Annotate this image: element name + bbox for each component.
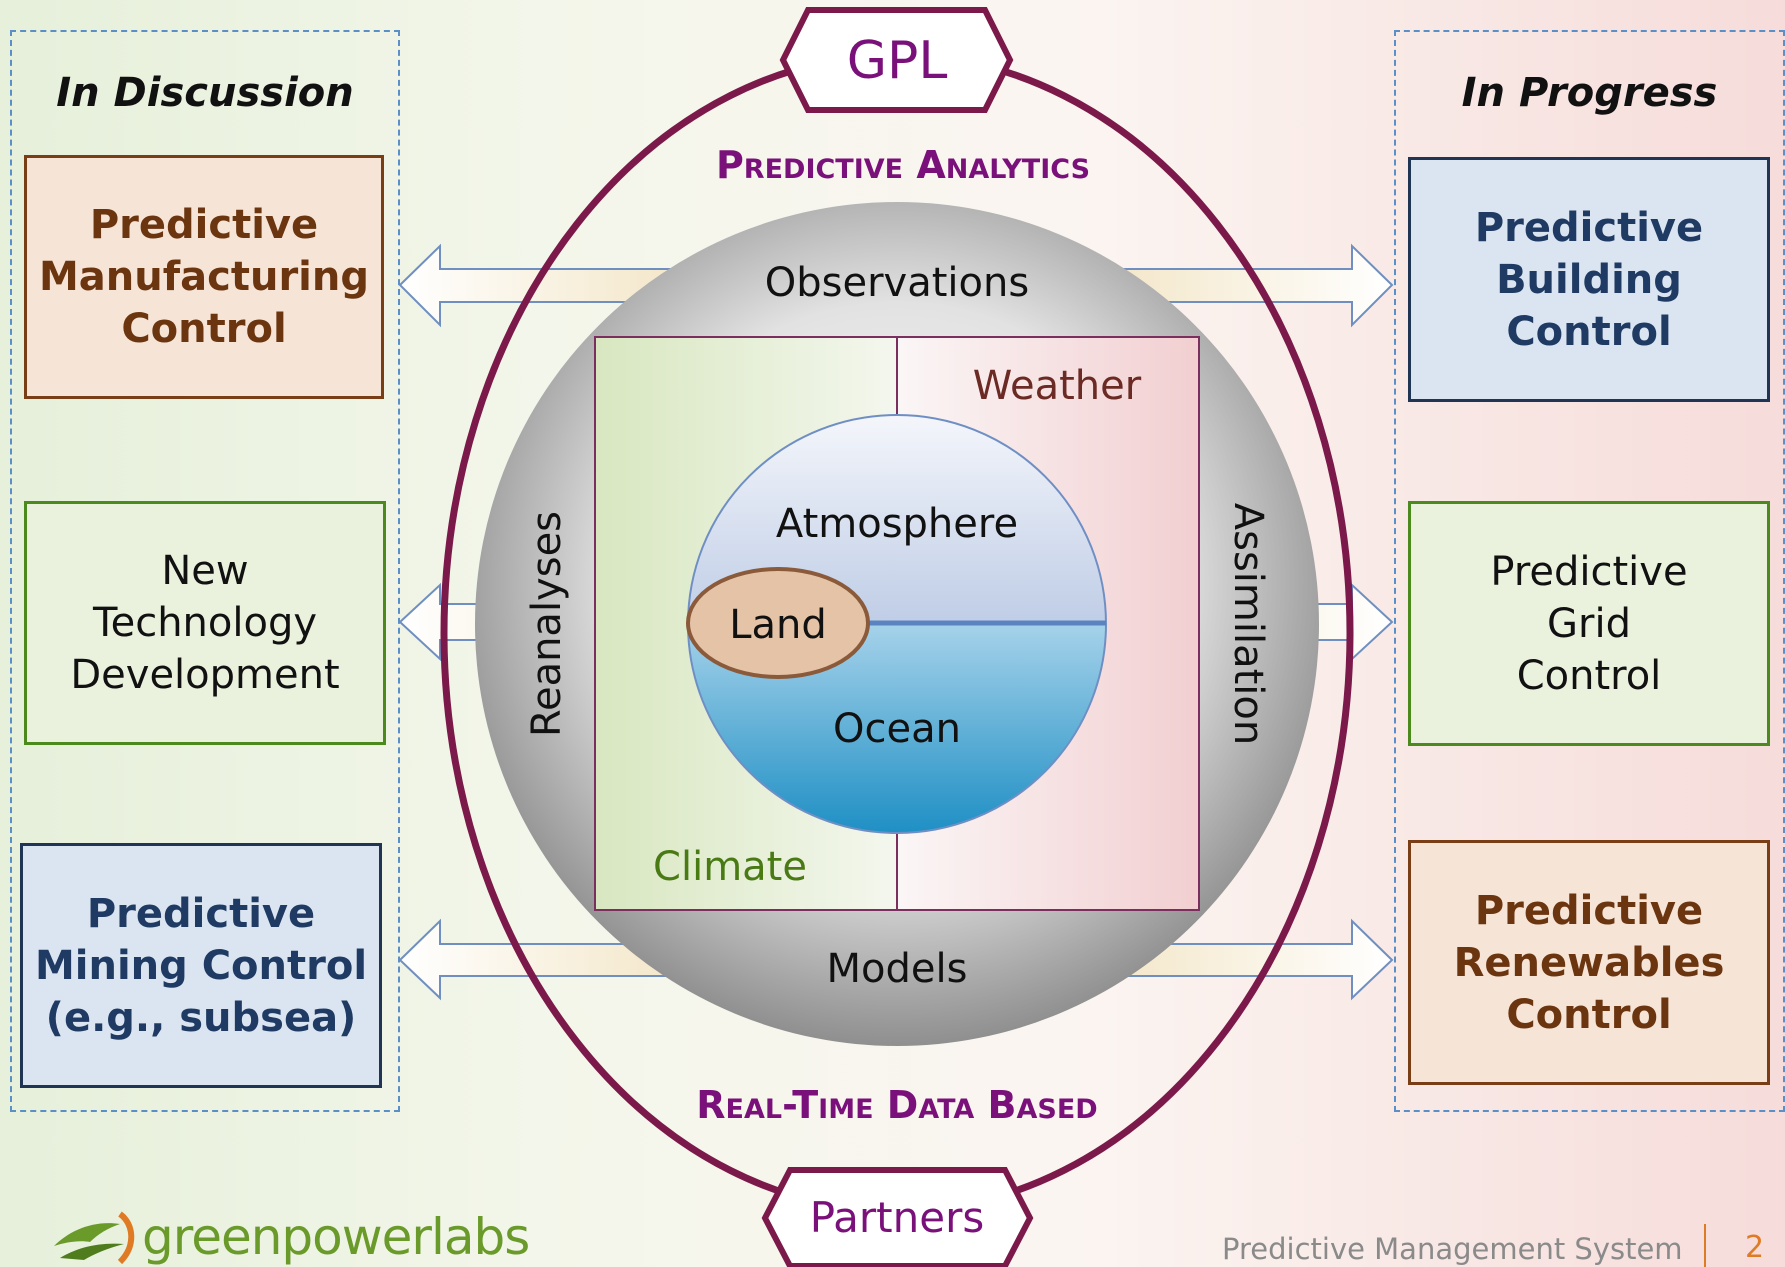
box-line: Predictive: [1474, 204, 1704, 251]
box-line: Mining Control: [34, 942, 368, 989]
box-line: Grid: [1547, 600, 1631, 647]
box-line: Renewables: [1453, 939, 1725, 986]
box-line: Technology: [92, 600, 318, 646]
climate-label: Climate: [653, 844, 807, 890]
atmosphere-label: Atmosphere: [776, 501, 1018, 547]
land-label: Land: [729, 602, 827, 648]
predictive-mining-box: Predictive Mining Control (e.g., subsea): [20, 843, 382, 1088]
predictive-building-box: Predictive Building Control: [1408, 157, 1770, 402]
box-line: Development: [70, 652, 340, 698]
box-line: New: [161, 548, 249, 594]
gpl-badge: [779, 7, 1014, 113]
new-technology-box: New Technology Development: [24, 501, 386, 745]
box-line: Building: [1496, 256, 1682, 303]
predictive-analytics-caption: Predictive Analytics: [716, 143, 1090, 187]
reanalyses-label: Reanalyses: [524, 511, 570, 737]
box-line: Control: [1516, 652, 1662, 699]
box-line: Manufacturing: [39, 254, 369, 300]
predictive-manufacturing-box: Predictive Manufacturing Control: [24, 155, 384, 399]
assimilation-label: Assimilation: [1225, 503, 1271, 745]
box-line: Predictive: [86, 890, 316, 937]
real-time-data-caption: Real-Time Data Based: [696, 1083, 1097, 1127]
predictive-grid-box: Predictive Grid Control: [1408, 501, 1770, 746]
tree-logo-icon: [54, 1211, 135, 1264]
models-label: Models: [827, 946, 968, 992]
greenpowerlabs-logo: greenpowerlabs: [50, 1208, 530, 1266]
partners-label: Partners: [810, 1193, 985, 1242]
page-number: 2: [1745, 1230, 1765, 1265]
predictive-renewables-box: Predictive Renewables Control: [1408, 840, 1770, 1085]
logo-text: greenpowerlabs: [142, 1208, 530, 1266]
in-discussion-column: In Discussion: [10, 30, 400, 1112]
box-line: Predictive: [1474, 887, 1704, 934]
box-line: Control: [121, 306, 287, 352]
box-line: Control: [1506, 308, 1672, 355]
gpl-label: GPL: [847, 31, 948, 91]
in-discussion-title: In Discussion: [56, 70, 354, 116]
box-line: Predictive: [1490, 548, 1688, 595]
in-progress-column: In Progress: [1394, 30, 1785, 1112]
box-line: (e.g., subsea): [45, 994, 357, 1041]
in-progress-title: In Progress: [1461, 70, 1718, 116]
box-line: Predictive: [89, 202, 319, 248]
footer-separator: [1704, 1224, 1706, 1267]
partners-badge: [761, 1167, 1034, 1267]
box-line: Control: [1506, 991, 1672, 1038]
weather-label: Weather: [973, 363, 1142, 409]
footer-caption: Predictive Management System: [1222, 1232, 1683, 1266]
ocean-label: Ocean: [833, 706, 961, 752]
land-ellipse: [686, 567, 870, 679]
observations-label: Observations: [765, 260, 1029, 306]
